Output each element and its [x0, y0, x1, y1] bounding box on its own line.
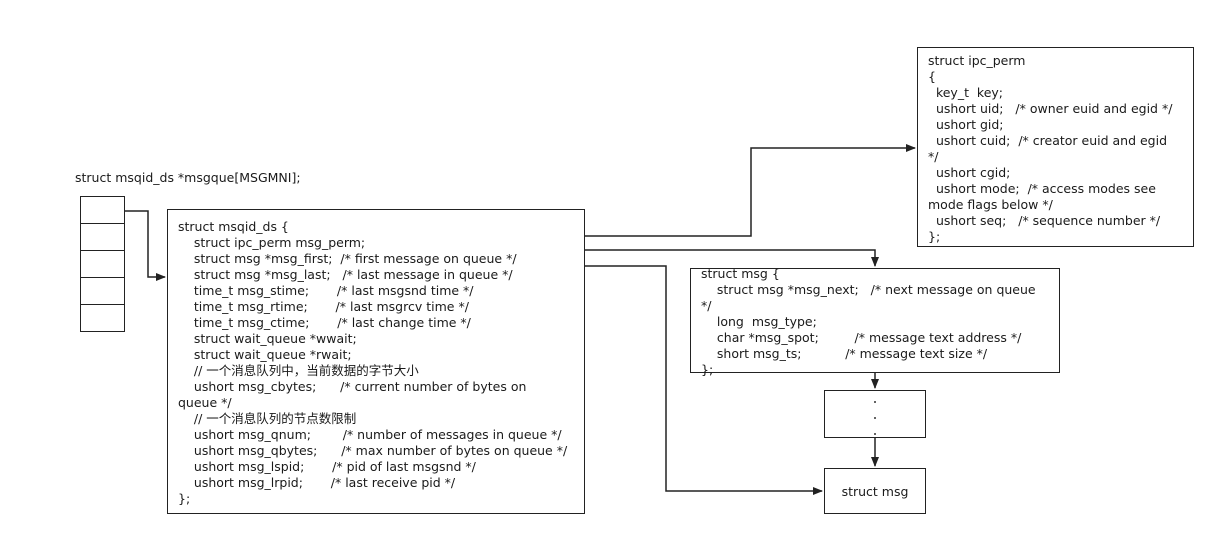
- msqid-ds-line: ushort msg_lrpid; /* last receive pid */: [178, 475, 456, 490]
- msgque-array-cell: [81, 250, 124, 277]
- ipc-perm-line: key_t key;: [928, 85, 1004, 100]
- msqid-ds-line: struct wait_queue *rwait;: [178, 347, 352, 362]
- ipc-perm-line: struct ipc_perm: [928, 53, 1026, 68]
- msqid-ds-line: struct msg *msg_last; /* last message in…: [178, 267, 513, 282]
- msqid-ds-line: // 一个消息队列的节点数限制: [178, 411, 357, 426]
- msgque-array-cell: [81, 223, 124, 250]
- ellipsis-dot-2: [874, 417, 876, 419]
- ellipsis-node-box: [824, 390, 926, 438]
- msqid-ds-line: time_t msg_rtime; /* last msgrcv time */: [178, 299, 469, 314]
- msgque-array-label: struct msqid_ds *msgque[MSGMNI];: [75, 170, 301, 185]
- msg-line: struct msg *msg_next; /* next message on…: [701, 282, 1036, 297]
- msg-line: };: [701, 362, 714, 377]
- ipc-perm-line: ushort gid;: [928, 117, 1004, 132]
- arrow-msg-perm-to-ipc-perm: [585, 144, 916, 237]
- msqid-ds-line: struct msqid_ds {: [178, 219, 289, 234]
- msqid-ds-line: // 一个消息队列中，当前数据的字节大小: [178, 363, 419, 378]
- ipc-perm-line: */: [928, 149, 939, 164]
- ipc-perm-line: };: [928, 229, 941, 244]
- last-msg-node-box: struct msg: [824, 468, 926, 514]
- msqid-ds-line: struct ipc_perm msg_perm;: [178, 235, 366, 250]
- ipc-perm-line: ushort mode; /* access modes see: [928, 181, 1156, 196]
- msgque-array-cell: [81, 197, 124, 223]
- arrow-array-to-msqid: [125, 210, 166, 281]
- ellipsis-dot-1: [874, 401, 876, 403]
- ipc-perm-line: ushort uid; /* owner euid and egid */: [928, 101, 1173, 116]
- msqid-ds-line: ushort msg_cbytes; /* current number of …: [178, 379, 527, 394]
- msqid-ds-line: struct msg *msg_first; /* first message …: [178, 251, 517, 266]
- last-msg-node-label: struct msg: [841, 483, 909, 499]
- msg-line: */: [701, 298, 712, 313]
- msg-line: struct msg {: [701, 266, 780, 281]
- ellipsis-dot-3: [874, 433, 876, 435]
- msg-line: short msg_ts; /* message text size */: [701, 346, 988, 361]
- ipc-perm-line: mode flags below */: [928, 197, 1053, 212]
- ipc-perm-line: ushort cuid; /* creator euid and egid: [928, 133, 1168, 148]
- msqid-ds-struct-box: struct msqid_ds { struct ipc_perm msg_pe…: [167, 209, 585, 514]
- msqid-ds-line: time_t msg_ctime; /* last change time */: [178, 315, 471, 330]
- arrow-msg-first-to-msg: [585, 249, 879, 267]
- msg-struct-box: struct msg { struct msg *msg_next; /* ne…: [690, 266, 1060, 377]
- msqid-ds-line: queue */: [178, 395, 232, 410]
- ipc-perm-struct-box: struct ipc_perm{ key_t key; ushort uid; …: [917, 47, 1194, 247]
- msqid-ds-line: time_t msg_stime; /* last msgsnd time */: [178, 283, 474, 298]
- msgque-array-cell: [81, 277, 124, 304]
- ipc-perm-line: {: [928, 69, 936, 84]
- ipc-perm-line: ushort cgid;: [928, 165, 1011, 180]
- msgque-array-cell: [81, 304, 124, 331]
- msqid-ds-line: struct wait_queue *wwait;: [178, 331, 357, 346]
- msqid-ds-line: ushort msg_qnum; /* number of messages i…: [178, 427, 562, 442]
- msqid-ds-line: ushort msg_lspid; /* pid of last msgsnd …: [178, 459, 476, 474]
- msg-line: char *msg_spot; /* message text address …: [701, 330, 1022, 345]
- msgque-array: [80, 196, 125, 332]
- msg-line: long msg_type;: [701, 314, 817, 329]
- ipc-perm-line: ushort seq; /* sequence number */: [928, 213, 1161, 228]
- msqid-ds-line: ushort msg_qbytes; /* max number of byte…: [178, 443, 568, 458]
- msqid-ds-line: };: [178, 491, 191, 506]
